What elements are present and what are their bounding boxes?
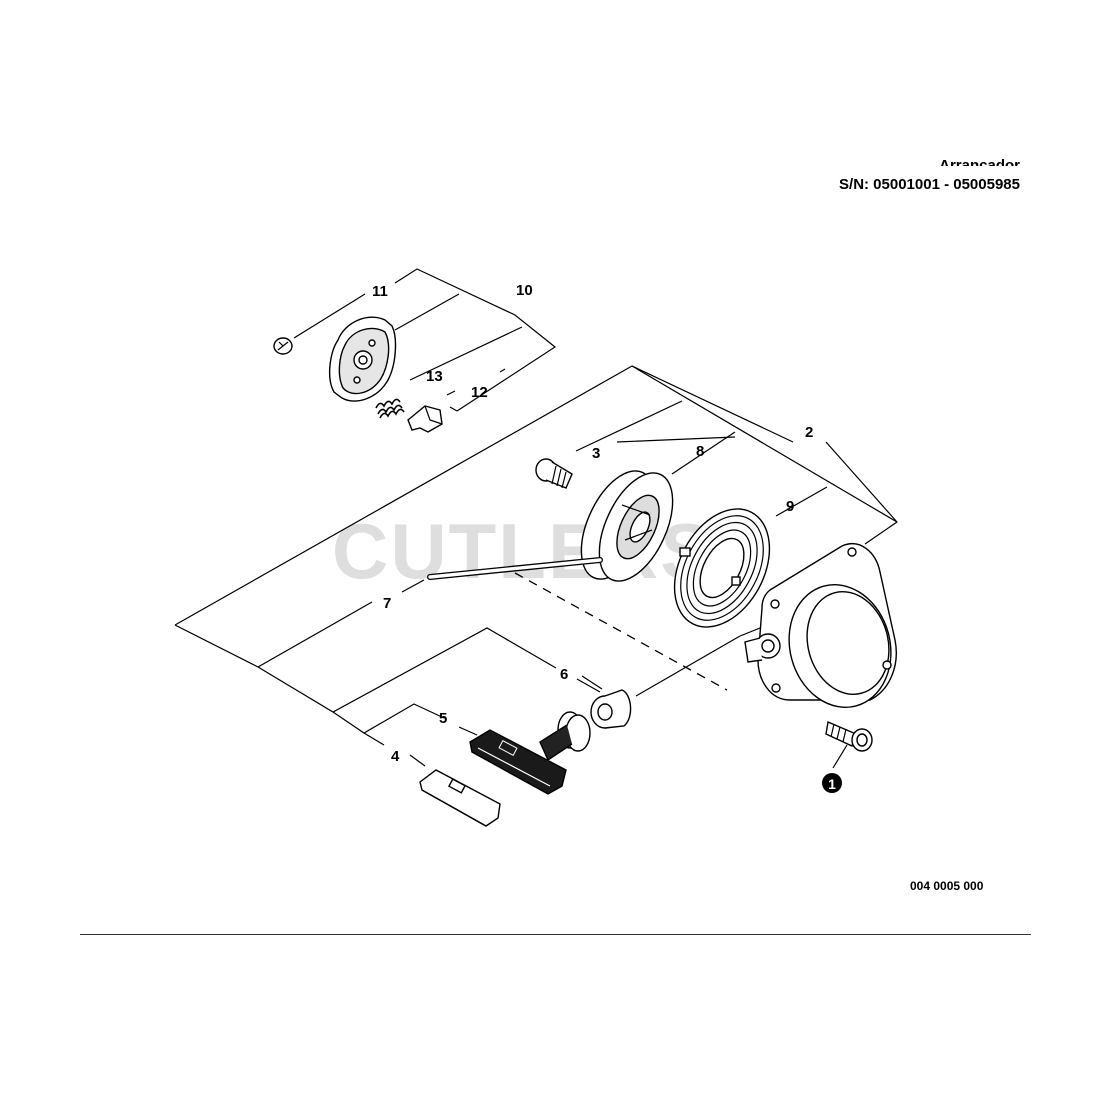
part-10-pawl-carrier: [328, 316, 397, 402]
alignment-dashed-line: [514, 572, 728, 691]
callout-11: 11: [372, 283, 388, 300]
callout-7: 7: [383, 595, 391, 612]
diagram-title: Arrancador: [939, 157, 1020, 166]
callout-5: 5: [439, 710, 447, 727]
part-7-rope: [427, 557, 603, 580]
callout-1: 1: [828, 776, 836, 792]
part-8-rope-pulley: [580, 470, 674, 582]
bottom-divider-line: [80, 934, 1031, 935]
part-12-pawl: [407, 405, 443, 433]
part-4-handle-insert: [419, 769, 501, 827]
leader-group-handle: [257, 627, 761, 767]
part-5-starter-handle: [469, 711, 591, 795]
callout-13: 13: [426, 368, 443, 385]
callout-1-marker: 1: [822, 773, 842, 793]
serial-number-range: S/N: 05001001 - 05005985: [839, 176, 1020, 193]
part-9-recoil-spring: [673, 508, 771, 628]
callout-2: 2: [805, 424, 813, 441]
callout-9: 9: [786, 498, 794, 515]
part-13-spring: [375, 398, 405, 419]
callout-10: 10: [516, 282, 533, 299]
callout-3: 3: [592, 445, 600, 462]
part-2-starter-housing: [744, 543, 897, 708]
part-1-bolt: [825, 721, 873, 752]
callout-4: 4: [391, 748, 400, 765]
callout-12: 12: [471, 384, 488, 401]
leader-group-10: [293, 268, 557, 412]
callout-6: 6: [560, 666, 568, 683]
leader-group-2: [174, 365, 898, 668]
drawing-reference-code: 004 0005 000: [910, 879, 984, 893]
part-6-rope-bushing: [590, 689, 632, 729]
part-3-screw: [535, 458, 573, 489]
part-11-clip-ring: [273, 337, 293, 355]
callout-8: 8: [696, 443, 704, 460]
